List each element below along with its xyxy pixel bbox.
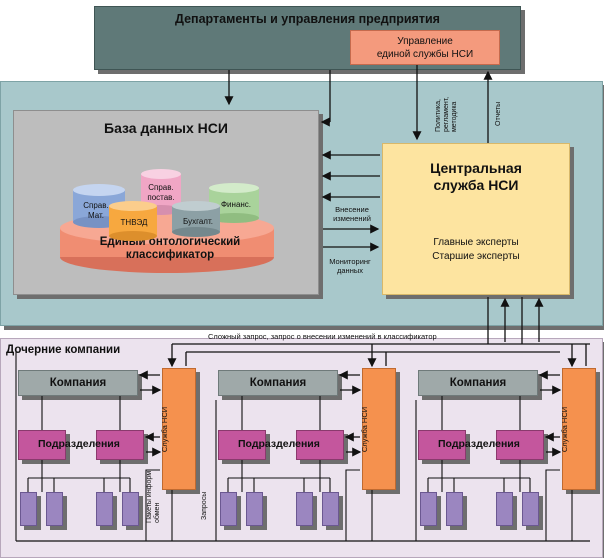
unit-box-2d bbox=[322, 492, 339, 526]
cylinder-label-sprav-mat-2: Мат. bbox=[88, 211, 104, 220]
cylinder-label-accounting: Бухгалт. bbox=[183, 217, 213, 226]
label-monitoring-2: данных bbox=[337, 266, 363, 275]
nsi-management-line2: единой службы НСИ bbox=[376, 49, 474, 60]
central-nsi-title: Центральная служба НСИ bbox=[382, 160, 570, 194]
cylinder-finance bbox=[209, 183, 259, 223]
unit-box-1c bbox=[96, 492, 113, 526]
unit-box-3b bbox=[446, 492, 463, 526]
unit-box-3d bbox=[522, 492, 539, 526]
label-complex-query: Сложный запрос, запрос о внесении измене… bbox=[208, 332, 437, 341]
central-nsi-title-line1: Центральная bbox=[430, 160, 522, 176]
central-nsi-experts: Главные эксперты Старшие эксперты bbox=[382, 236, 570, 264]
unit-box-2a bbox=[220, 492, 237, 526]
svg-text:методика: методика bbox=[451, 101, 458, 132]
nsi-management-line1: Управление bbox=[397, 36, 453, 47]
label-requests: Запросы bbox=[201, 492, 208, 520]
subsidiaries-title: Дочерние компании bbox=[6, 344, 121, 356]
nsi-management-box: Управление единой службы НСИ bbox=[350, 30, 500, 65]
central-nsi-title-line2: служба НСИ bbox=[433, 177, 519, 193]
subdivision-box-1a bbox=[18, 430, 66, 460]
cylinder-label-sprav-mat-1: Справ. bbox=[83, 201, 108, 210]
unit-box-1d bbox=[122, 492, 139, 526]
chief-experts-label: Главные эксперты bbox=[433, 237, 519, 248]
svg-text:регламент,: регламент, bbox=[443, 97, 450, 132]
cylinder-label-finance: Финанс. bbox=[221, 200, 251, 209]
central-nsi-service bbox=[382, 143, 570, 295]
cylinder-tnved bbox=[109, 201, 157, 241]
label-changes-1: Внесение bbox=[335, 205, 369, 214]
label-changes-2: изменений bbox=[333, 214, 371, 223]
cylinder-accounting bbox=[172, 201, 220, 237]
label-monitoring-1: Мониторинг bbox=[329, 257, 371, 266]
unit-box-1b bbox=[46, 492, 63, 526]
subdivision-box-2b bbox=[296, 430, 344, 460]
senior-experts-label: Старшие эксперты bbox=[432, 251, 520, 262]
subdivision-label-3: Подразделения bbox=[438, 438, 520, 450]
label-policy: Политика, регламент, методика bbox=[435, 97, 458, 132]
subdivision-box-3b bbox=[496, 430, 544, 460]
hierarchy-lines bbox=[15, 351, 573, 541]
unit-box-2b bbox=[246, 492, 263, 526]
unit-box-3c bbox=[496, 492, 513, 526]
classifier-label-line2: классификатор bbox=[126, 249, 214, 261]
cylinder-label-sprav-postav-1: Справ. bbox=[148, 183, 173, 192]
subdivision-box-1b bbox=[96, 430, 144, 460]
subdivision-label-2: Подразделения bbox=[238, 438, 320, 450]
cylinder-label-sprav-postav-2: постав. bbox=[147, 193, 174, 202]
unit-box-1a bbox=[20, 492, 37, 526]
company-box-2: Компания bbox=[218, 370, 338, 396]
subdivision-box-3a bbox=[418, 430, 466, 460]
unit-box-3a bbox=[420, 492, 437, 526]
subdivision-box-2a bbox=[218, 430, 266, 460]
nsi-database-title: База данных НСИ bbox=[104, 120, 228, 136]
company-box-1: Компания bbox=[18, 370, 138, 396]
svg-text:Пакеты информ.: Пакеты информ. bbox=[146, 469, 153, 523]
label-reports: Отчеты bbox=[495, 102, 502, 126]
service-box-2 bbox=[362, 368, 396, 490]
departments-title: Департаменты и управления предприятия bbox=[175, 12, 440, 26]
unit-box-2c bbox=[296, 492, 313, 526]
service-box-3 bbox=[562, 368, 596, 490]
cylinder-label-tnved: ТНВЭД bbox=[121, 218, 148, 227]
svg-text:Политика,: Политика, bbox=[435, 99, 442, 132]
company-box-3: Компания bbox=[418, 370, 538, 396]
service-box-1 bbox=[162, 368, 196, 490]
subdivision-label-1: Подразделения bbox=[38, 438, 120, 450]
svg-text:обмен: обмен bbox=[153, 503, 161, 523]
label-packets: Пакеты информ. обмен bbox=[146, 469, 161, 523]
